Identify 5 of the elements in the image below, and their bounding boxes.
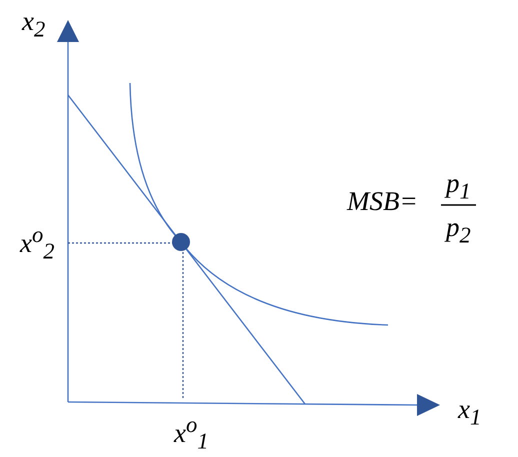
formula-label: MSB=	[347, 188, 418, 215]
axis-label: x$_{1}$	[458, 396, 482, 429]
denominator-label: p$_{2}$	[446, 214, 471, 247]
numerator-label: p$_{1}$	[446, 170, 471, 203]
axis-label: x$_{2}$	[22, 8, 46, 41]
